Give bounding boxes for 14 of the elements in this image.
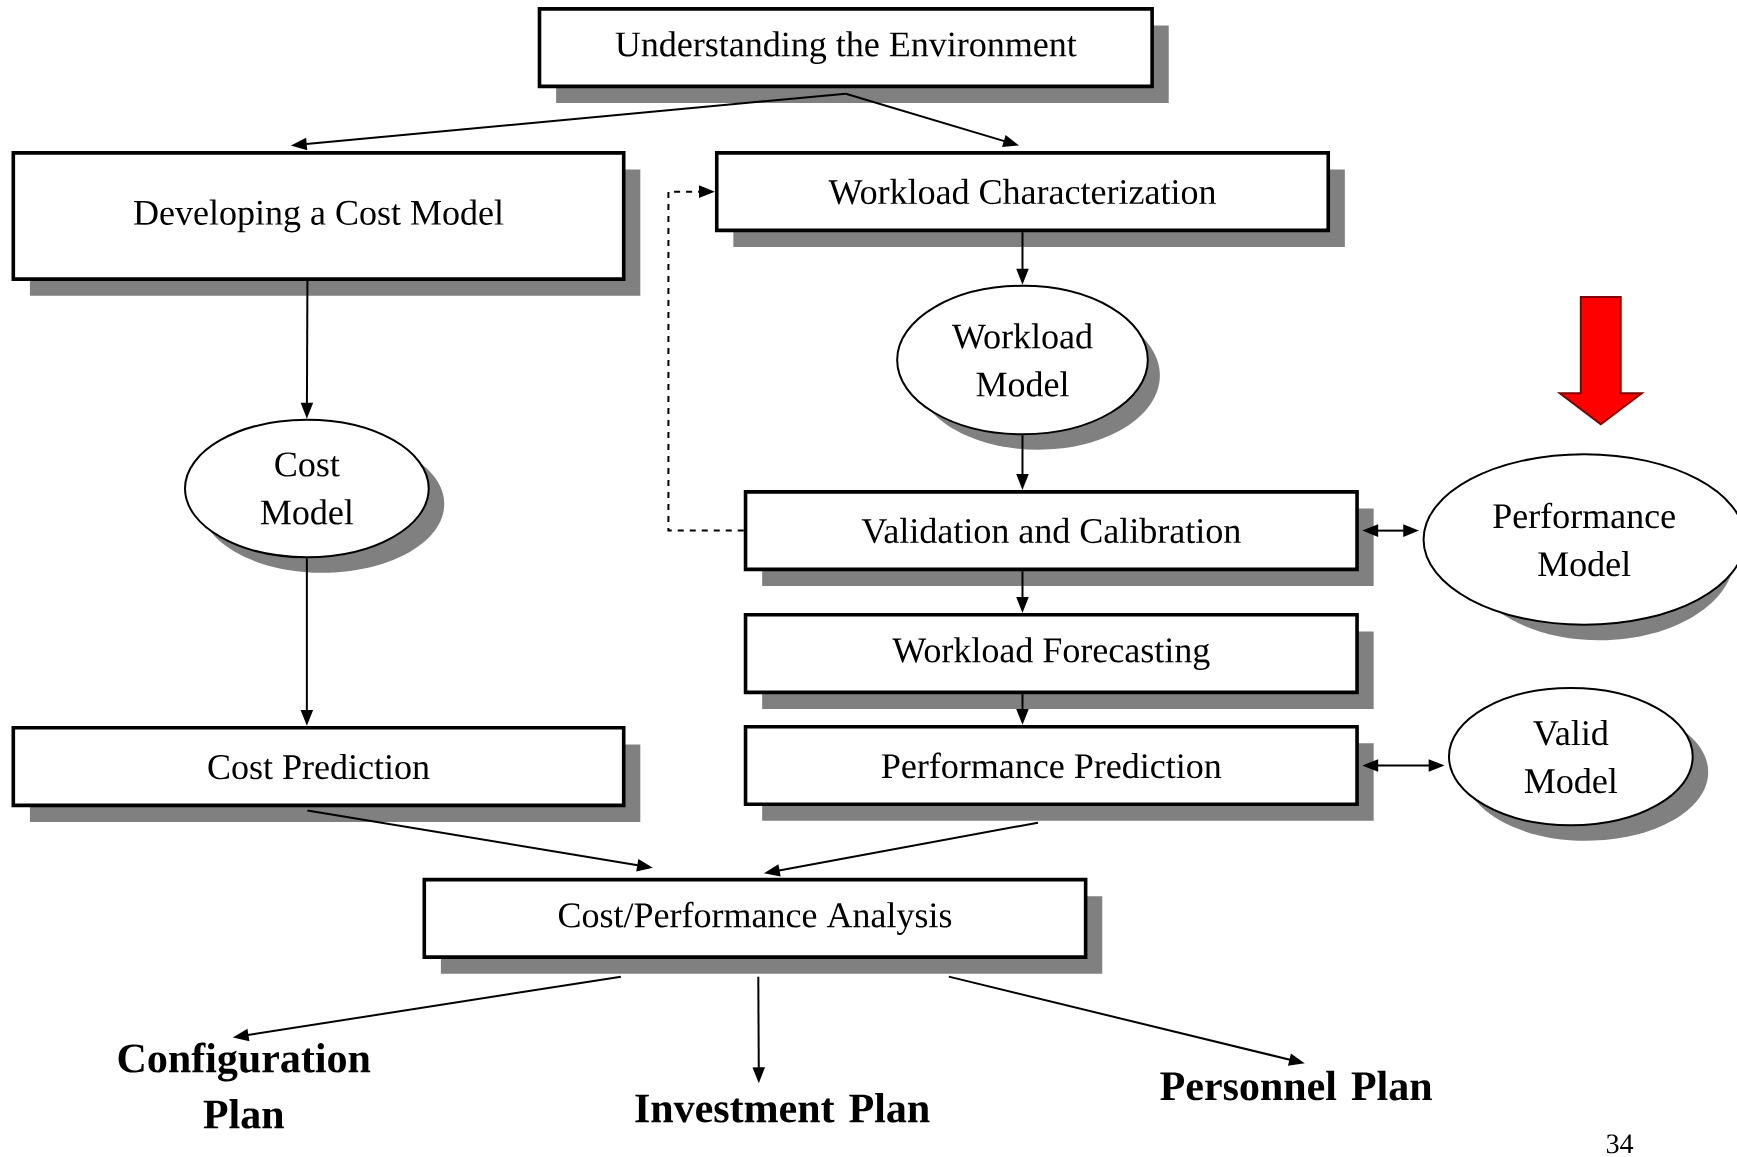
- arrow: [667, 185, 745, 532]
- process-box: Cost Prediction: [11, 726, 641, 823]
- process-box: Validation and Calibration: [743, 490, 1374, 587]
- node-label: Performance Model: [1493, 502, 1675, 577]
- process-box: Workload Forecasting: [743, 613, 1374, 710]
- process-box: Performance Prediction: [743, 725, 1374, 822]
- process-box: Workload Characterization: [714, 151, 1345, 248]
- plan-label: Configuration Plan: [118, 1042, 371, 1129]
- plan-label: Personnel Plan: [1160, 1071, 1432, 1101]
- process-box: Understanding the Environment: [537, 7, 1169, 104]
- process-box: Cost/Performance Analysis: [422, 878, 1103, 974]
- process-box: Developing a Cost Model: [11, 151, 641, 296]
- plan-label: Investment Plan: [635, 1093, 930, 1123]
- page-number: 34: [1606, 1134, 1634, 1154]
